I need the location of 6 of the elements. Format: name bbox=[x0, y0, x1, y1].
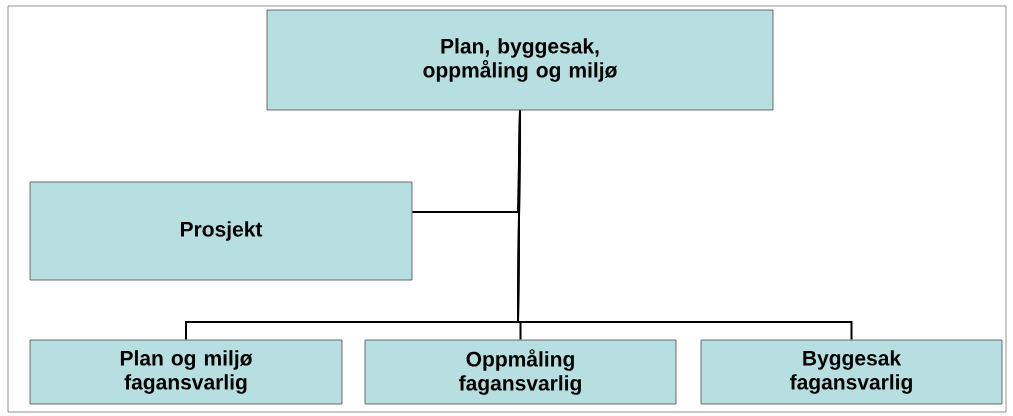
org-box: Byggesak fagansvarlig bbox=[700, 339, 1003, 405]
connector-line bbox=[517, 109, 853, 341]
org-box: Plan, byggesak, oppmåling og miljø bbox=[266, 9, 774, 111]
org-box: Prosjekt bbox=[29, 181, 413, 281]
org-box: Plan og miljø fagansvarlig bbox=[29, 339, 343, 405]
org-box: Oppmåling fagansvarlig bbox=[364, 339, 677, 405]
